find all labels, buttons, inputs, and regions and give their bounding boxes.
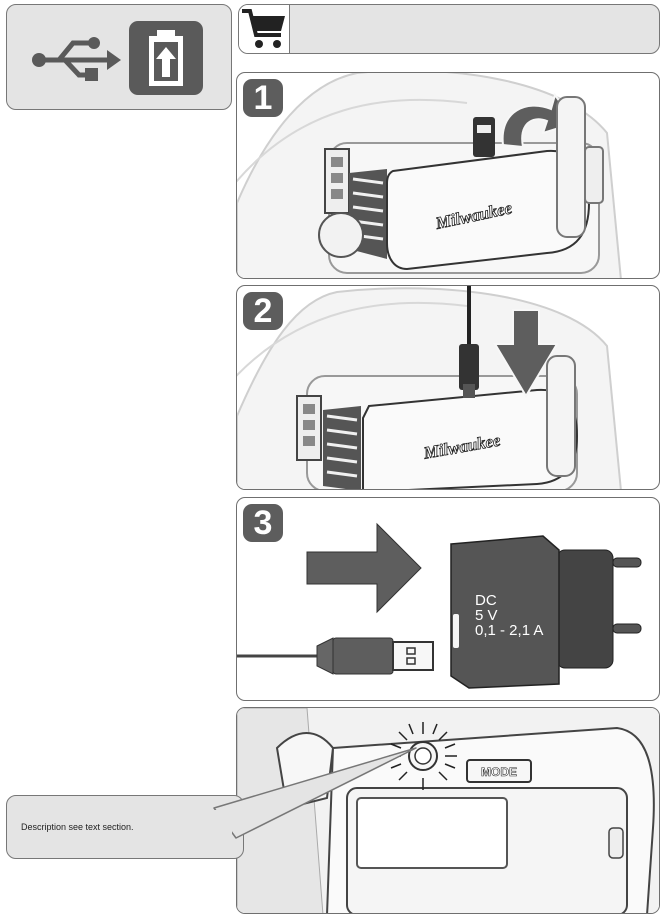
helmet-port-cover-illustration: Milwaukee [237, 73, 622, 278]
step-1-panel: 1 Milwaukee [236, 72, 660, 279]
cart-icon [242, 9, 285, 48]
charger-line-1: DC [475, 592, 497, 609]
step-3-panel: 3 DC 5 V 0,1 - 2,1 A [236, 497, 660, 701]
cart-cell [239, 5, 290, 53]
battery-charge-icon [149, 30, 183, 86]
usb-charger-illustration [237, 522, 642, 689]
step-2-panel: 2 Milwaukee [236, 285, 660, 490]
charger-label: DC 5 V 0,1 - 2,1 A [475, 593, 543, 638]
header-cart-box [238, 4, 660, 54]
charger-line-3: 0,1 - 2,1 A [475, 622, 544, 639]
header-icons-box [6, 4, 232, 110]
helmet-led-illustration: MODE [237, 708, 659, 913]
charger-line-2: 5 V [475, 607, 498, 624]
battery-charge-tile [129, 21, 203, 95]
step-4-panel: MODE [236, 707, 660, 914]
step-number: 1 [243, 79, 283, 117]
step-number: 2 [243, 292, 283, 330]
mode-button-label: MODE [481, 765, 517, 779]
helmet-usb-plug-illustration: Milwaukee [237, 286, 622, 489]
callout-text: Description see text section. [21, 822, 134, 832]
callout-box: Description see text section. [6, 795, 244, 859]
step-number: 3 [243, 504, 283, 542]
usb-icon [32, 37, 121, 81]
